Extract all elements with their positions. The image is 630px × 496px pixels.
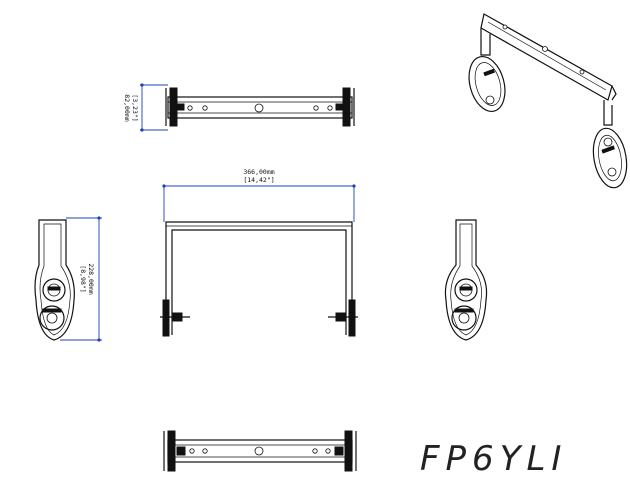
dim-front-mm: 366,00mm (243, 168, 274, 176)
dim-side-inch: [8,98"] (79, 265, 87, 292)
bottom-view-bracket (163, 430, 357, 472)
dimension-top-height: 82,00mm [3,23"] (123, 83, 168, 132)
front-view-bracket (160, 221, 358, 337)
dim-top-mm: 82,00mm (123, 94, 131, 121)
dimension-front-width: 366,00mm [14,42"] (162, 168, 356, 222)
dimension-side-height: 228,00mm [8,98"] (60, 216, 102, 342)
dim-top-inch: [3,23"] (131, 94, 139, 121)
side-view-right (444, 219, 488, 341)
dim-front-inch: [14,42"] (243, 176, 274, 184)
isometric-view-bracket (468, 13, 628, 189)
model-label: FP6YLI (420, 439, 567, 479)
dim-side-mm: 228,00mm (87, 263, 95, 294)
side-view-left (34, 219, 75, 341)
top-view-bracket (165, 87, 355, 127)
